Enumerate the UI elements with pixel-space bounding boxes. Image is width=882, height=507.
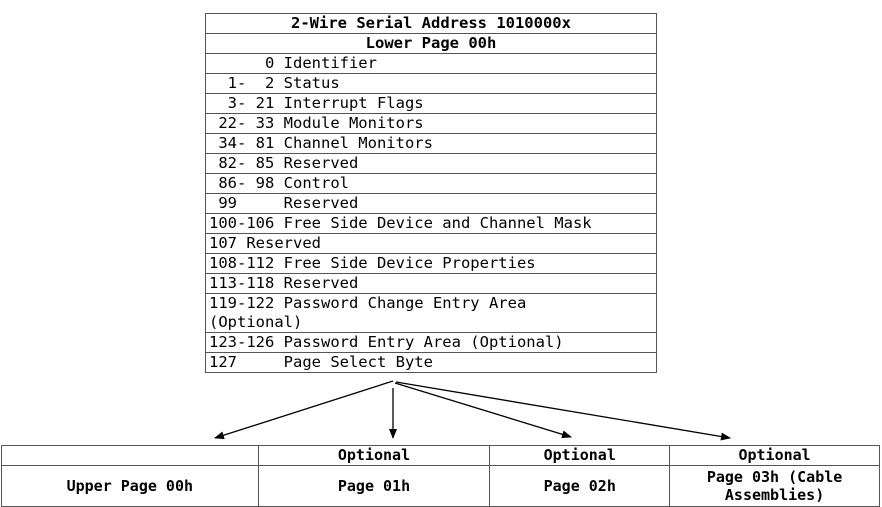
map-row-channel-mask: 100-106 Free Side Device and Channel Mas…	[205, 213, 657, 234]
arrow-to-page-02h	[394, 382, 572, 439]
map-row-page-select: 127 Page Select Byte	[205, 352, 657, 373]
upper-page-00h: Upper Page 00h	[1, 465, 259, 507]
map-row-identifier: 0 Identifier	[205, 53, 657, 74]
map-row-control: 86- 98 Control	[205, 173, 657, 194]
page-01h: Page 01h	[257, 465, 491, 507]
map-row-reserved-113-118: 113-118 Reserved	[205, 273, 657, 294]
lower-page-title: Lower Page 00h	[205, 33, 657, 54]
arrow-to-page-03h	[395, 381, 731, 441]
map-row-device-properties: 108-112 Free Side Device Properties	[205, 253, 657, 274]
arrow-to-upper-page-00h	[214, 380, 394, 440]
upper-pages-table: Optional Optional Optional Upper Page 00…	[1, 445, 880, 507]
upper-page-00h-label	[1, 445, 259, 466]
page-03h-optional-label: Optional	[669, 445, 880, 466]
page-02h: Page 02h	[489, 465, 671, 507]
page-03h-cable-assemblies: Page 03h (Cable Assemblies)	[669, 465, 880, 507]
map-row-module-monitors: 22- 33 Module Monitors	[205, 113, 657, 134]
lower-page-memory-map: 2-Wire Serial Address 1010000x Lower Pag…	[205, 13, 657, 373]
page-01h-optional-label: Optional	[257, 445, 491, 466]
page-02h-optional-label: Optional	[489, 445, 671, 466]
map-row-password-change: 119-122 Password Change Entry Area (Opti…	[205, 293, 657, 333]
